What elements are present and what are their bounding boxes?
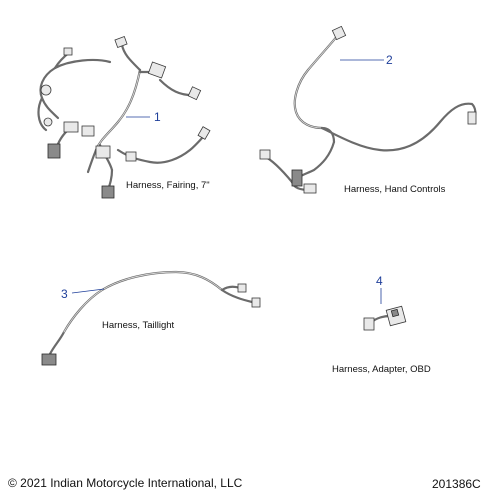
part-label-taillight-harness: Harness, Taillight	[102, 320, 175, 331]
copyright-notice: © 2021 Indian Motorcycle International, …	[8, 476, 243, 490]
callout-number-3: 3	[61, 287, 68, 301]
callout-number-1: 1	[154, 110, 161, 124]
part-label-fairing-harness: Harness, Fairing, 7"	[126, 180, 210, 191]
callout-number-2: 2	[386, 53, 393, 67]
callout-3-leader	[71, 288, 105, 294]
part-label-obd-adapter-harness: Harness, Adapter, OBD	[332, 364, 431, 375]
callout-number-4: 4	[376, 274, 383, 288]
hand-controls-harness-drawing	[259, 25, 477, 194]
fairing-harness-drawing	[37, 36, 211, 199]
part-label-hand-controls-harness: Harness, Hand Controls	[344, 184, 446, 195]
taillight-harness-drawing	[41, 270, 261, 366]
drawing-number: 201386C	[432, 477, 481, 491]
obd-adapter-harness-drawing	[363, 305, 407, 331]
